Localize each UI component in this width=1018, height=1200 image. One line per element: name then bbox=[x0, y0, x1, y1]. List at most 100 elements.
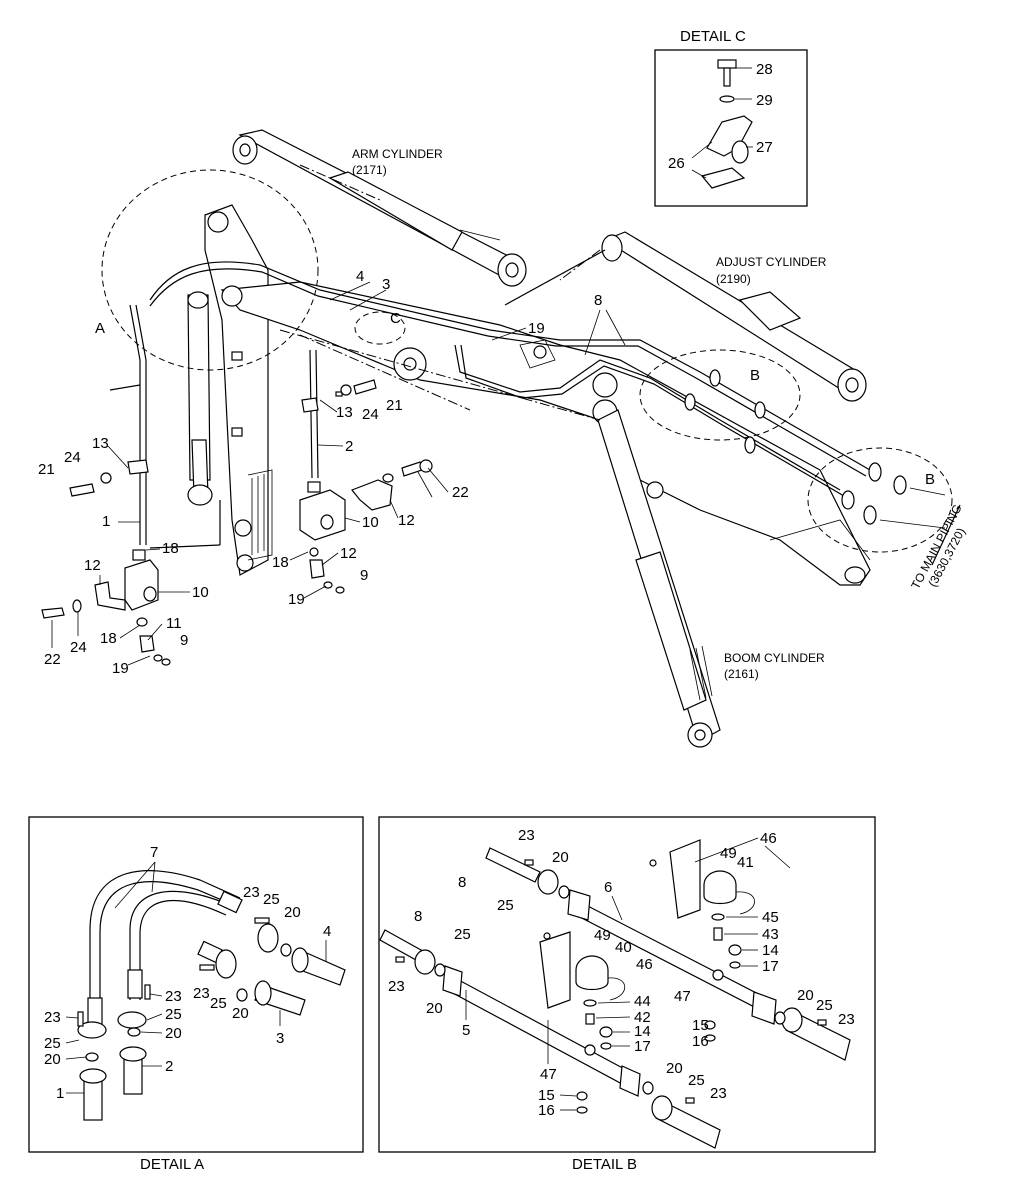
main-label-13: 13 bbox=[336, 404, 353, 421]
main-label-21: 21 bbox=[386, 397, 403, 414]
detail-c-label-28: 28 bbox=[756, 61, 773, 78]
arm-cylinder-name: ARM CYLINDER bbox=[352, 147, 443, 161]
detail-b-label-17-mid: 17 bbox=[634, 1038, 651, 1055]
adjust-cylinder-name: ADJUST CYLINDER bbox=[716, 255, 827, 269]
detail-a-label-25-top: 25 bbox=[263, 891, 280, 908]
detail-b-label-23-top: 23 bbox=[518, 827, 535, 844]
detail-b-label-25-top: 25 bbox=[497, 897, 514, 914]
detail-b-label-40: 40 bbox=[615, 939, 632, 956]
detail-ref-c: C bbox=[390, 310, 401, 327]
detail-b-frame bbox=[378, 816, 876, 1153]
detail-b-label-47-bottom: 47 bbox=[540, 1066, 557, 1083]
adjust-cylinder: ADJUST CYLINDER (2190) bbox=[504, 231, 867, 402]
valve-assembly-left bbox=[41, 459, 171, 666]
main-label-11: 11 bbox=[166, 615, 182, 632]
main-label-4: 4 bbox=[356, 268, 364, 285]
detail-a-label-3: 3 bbox=[276, 1030, 284, 1047]
main-label-18-left: 18 bbox=[162, 540, 179, 557]
detail-c-label-26: 26 bbox=[668, 155, 685, 172]
detail-a-label-23-top: 23 bbox=[243, 884, 260, 901]
main-label-10-right: 10 bbox=[362, 514, 379, 531]
main-label-18-left-bottom: 18 bbox=[100, 630, 117, 647]
main-label-24: 24 bbox=[362, 406, 379, 423]
detail-a-label-20-left: 20 bbox=[44, 1051, 61, 1068]
boom-cylinder-code: (2161) bbox=[724, 667, 759, 681]
detail-c-callout bbox=[354, 311, 406, 345]
detail-b-label-45: 45 bbox=[762, 909, 779, 926]
detail-a-label-23-left: 23 bbox=[44, 1009, 61, 1026]
boom-cylinder-name: BOOM CYLINDER bbox=[724, 651, 825, 665]
main-piping-note: TO MAIN PIPING (3630,3720) bbox=[908, 502, 968, 591]
detail-c-frame bbox=[654, 49, 808, 207]
detail-c-title: DETAIL C bbox=[680, 28, 746, 45]
main-label-3: 3 bbox=[382, 276, 390, 293]
main-label-22: 22 bbox=[452, 484, 469, 501]
detail-b-label-49-top: 49 bbox=[720, 845, 737, 862]
detail-b-label-16-bottom: 16 bbox=[538, 1102, 555, 1119]
detail-b-label-41: 41 bbox=[737, 854, 754, 871]
main-label-2: 2 bbox=[345, 438, 353, 455]
detail-b-label-23-left: 23 bbox=[388, 978, 405, 995]
detail-b-label-15-bottom: 15 bbox=[538, 1087, 555, 1104]
detail-b-label-20-left: 20 bbox=[426, 1000, 443, 1017]
main-part-labels: 4 3 19 8 13 24 21 2 22 10 12 13 24 21 1 … bbox=[38, 268, 602, 677]
detail-b-label-42: 42 bbox=[634, 1009, 651, 1026]
main-label-18-right: 18 bbox=[272, 554, 289, 571]
detail-a-label-7: 7 bbox=[150, 844, 158, 861]
detail-a-label-23-right: 23 bbox=[165, 988, 182, 1005]
detail-b-label-16-right: 16 bbox=[692, 1033, 709, 1050]
detail-a-label-2: 2 bbox=[165, 1058, 173, 1075]
detail-ref-b-upper: B bbox=[750, 367, 760, 384]
detail-b-label-43: 43 bbox=[762, 926, 779, 943]
main-label-22-left: 22 bbox=[44, 651, 61, 668]
detail-b-label-15-right: 15 bbox=[692, 1017, 709, 1034]
detail-b-label-20-top: 20 bbox=[552, 849, 569, 866]
detail-b-label-49-left: 49 bbox=[594, 927, 611, 944]
detail-ref-b-lower: B bbox=[925, 471, 935, 488]
detail-b-label-46-left: 46 bbox=[636, 956, 653, 973]
detail-b-title: DETAIL B bbox=[572, 1156, 637, 1173]
detail-b-label-25-left: 25 bbox=[454, 926, 471, 943]
arm-cylinder: ARM CYLINDER (2171) bbox=[232, 129, 527, 287]
detail-b-label-46-top: 46 bbox=[760, 830, 777, 847]
detail-a-label-1: 1 bbox=[56, 1085, 64, 1102]
main-label-12-right-bottom: 12 bbox=[340, 545, 357, 562]
detail-b-label-8-top: 8 bbox=[458, 874, 466, 891]
detail-a-label-25-right: 25 bbox=[165, 1006, 182, 1023]
detail-b-label-17-top: 17 bbox=[762, 958, 779, 975]
detail-b: DETAIL B bbox=[378, 816, 876, 1173]
main-label-12-right: 12 bbox=[398, 512, 415, 529]
main-piping bbox=[109, 261, 961, 566]
detail-a-callout bbox=[101, 169, 319, 371]
detail-b-label-47-top: 47 bbox=[674, 988, 691, 1005]
detail-b-label-14-top: 14 bbox=[762, 942, 779, 959]
detail-a-frame bbox=[28, 816, 364, 1153]
detail-b-label-5: 5 bbox=[462, 1022, 470, 1039]
detail-b-callout-lower bbox=[807, 447, 953, 553]
main-label-1: 1 bbox=[102, 513, 110, 530]
detail-ref-a: A bbox=[95, 320, 105, 337]
detail-a-title: DETAIL A bbox=[140, 1156, 204, 1173]
detail-c: DETAIL C 28 29 27 26 bbox=[654, 28, 808, 207]
detail-a-label-25-left: 25 bbox=[44, 1035, 61, 1052]
detail-c-washer bbox=[719, 95, 752, 103]
detail-c-clamp bbox=[691, 115, 753, 189]
detail-b-label-25-bottom: 25 bbox=[688, 1072, 705, 1089]
main-label-8: 8 bbox=[594, 292, 602, 309]
main-label-19-right: 19 bbox=[288, 591, 305, 608]
arm-cylinder-code: (2171) bbox=[352, 163, 387, 177]
detail-a-label-20-mid: 20 bbox=[232, 1005, 249, 1022]
main-label-24-left: 24 bbox=[64, 449, 81, 466]
main-label-10-left: 10 bbox=[192, 584, 209, 601]
detail-a: DETAIL A 7 23 bbox=[28, 816, 364, 1173]
detail-b-label-25-right: 25 bbox=[816, 997, 833, 1014]
detail-a-label-4: 4 bbox=[323, 923, 331, 940]
arm-structure bbox=[187, 204, 273, 576]
detail-b-label-44: 44 bbox=[634, 993, 651, 1010]
main-label-9-left: 9 bbox=[180, 632, 188, 649]
main-label-19-left: 19 bbox=[112, 660, 129, 677]
detail-a-label-25-mid: 25 bbox=[210, 995, 227, 1012]
detail-b-label-20-bottom: 20 bbox=[666, 1060, 683, 1077]
detail-c-label-29: 29 bbox=[756, 92, 773, 109]
